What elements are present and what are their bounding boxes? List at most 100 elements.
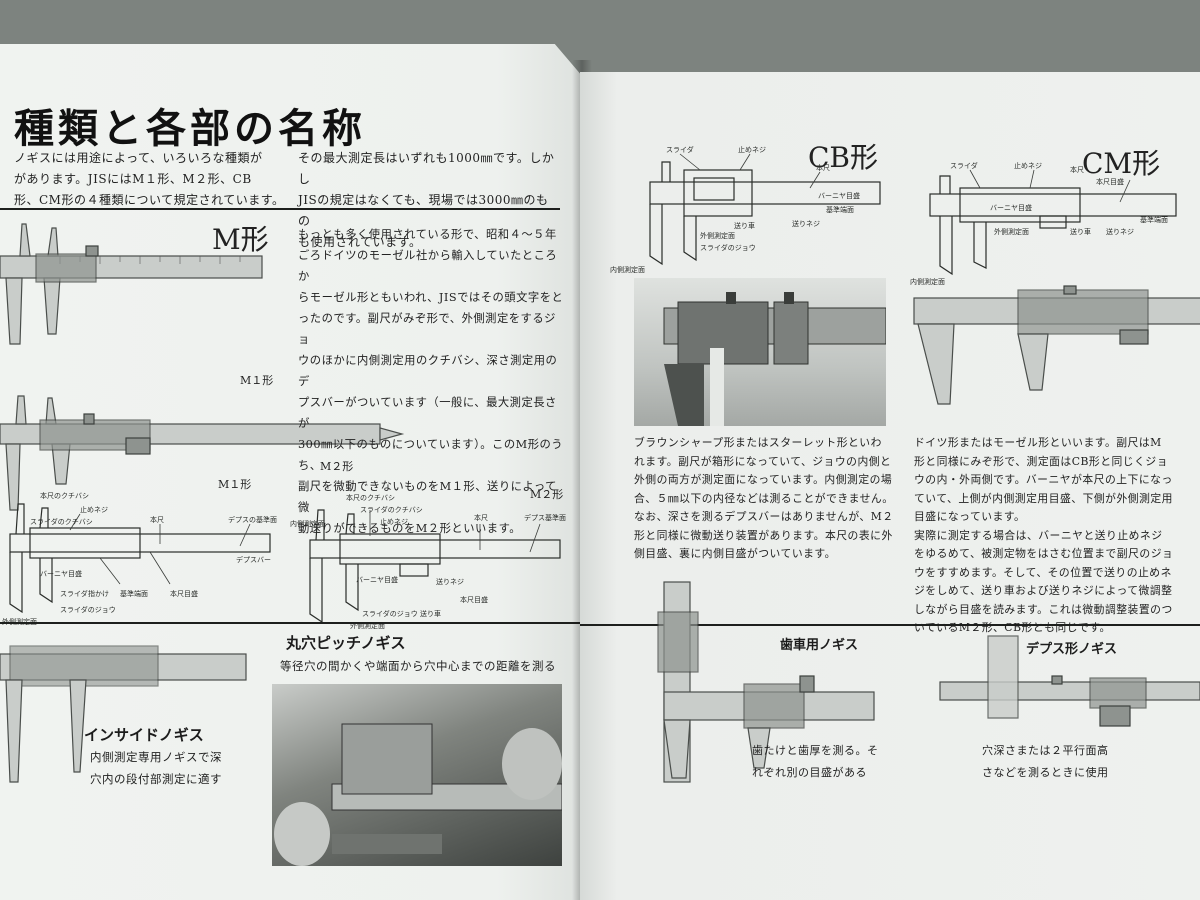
cb-part-label: 内側測定面: [610, 265, 645, 274]
pitch-caliper-title: 丸穴ピッチノギス: [286, 634, 406, 652]
depth-caliper-photo: [939, 635, 1200, 727]
gear-caliper-title: 歯車用ノギス: [780, 638, 859, 653]
intro-line: 形、CM形の４種類について規定されています。: [14, 193, 285, 207]
cb-part-label: バーニヤ目盛: [818, 191, 860, 200]
text-line: ウの内・外両側です。バーニヤが本尺の上下になっ: [914, 473, 1173, 486]
text-line: 穴深さまたは２平行面高: [982, 744, 1109, 757]
m2-part-label: デプス基準面: [524, 513, 566, 522]
section-divider: [0, 622, 584, 624]
text-line: ブラウンシャープ形またはスターレット形といわ: [634, 436, 882, 449]
m-type-label: M形: [212, 223, 269, 256]
text-line: 目盛になっています。: [914, 510, 1026, 523]
depth-caliper-title: デプス形ノギス: [1026, 642, 1118, 657]
text-line: ごろドイツのモーゼル社から輸入していたところか: [298, 249, 558, 283]
right-page: CB形 CM形 スライダ 止めネジ 本尺 バーニヤ目盛 基準端面 送り車 送りネ…: [580, 72, 1200, 900]
gear-caliper-text: 歯たけと歯厚を測る。そ れぞれ別の目盛がある: [752, 740, 879, 784]
m2-part-label: 送りネジ: [436, 577, 464, 586]
text-line: 内側測定専用ノギスで深: [90, 750, 222, 764]
inside-caliper-title: インサイドノギス: [84, 726, 204, 744]
m1-part-label: デプスの基準面: [228, 515, 277, 524]
text-line: 300㎜以下のものについています）。このM形のうち、: [298, 438, 564, 472]
text-line: 穴内の段付部測定に適す: [90, 772, 222, 786]
text-line: 副尺を微動できないものをM１形、送りによって微: [298, 480, 557, 514]
m1-parts-diagram: スライダのクチバシ 本尺のクチバシ 止めネジ 本尺 デプスの基準面 バーニヤ目盛…: [2, 491, 277, 626]
text-line: れます。副尺が箱形になっていて、ジョウの内側と: [634, 454, 892, 468]
text-line: ウをすすめます。そして、その位置で送りの止めネ: [914, 565, 1172, 579]
left-page: 種類と各部の名称 ノギスには用途によって、いろいろな種類が があります。JISに…: [0, 44, 584, 900]
m2-part-label: 外側測定面: [350, 621, 385, 630]
pitch-caliper-photo: [272, 684, 562, 866]
m1-part-label: 止めネジ: [80, 505, 108, 514]
depth-caliper-text: 穴深さまたは２平行面高 さなどを測るときに使用: [982, 740, 1109, 784]
m2-part-label: 止めネジ: [380, 517, 408, 526]
cm-part-label: スライダ: [950, 161, 978, 170]
m1-diagram-label: M１形: [218, 478, 252, 491]
pitch-caliper-text: 等径穴の間かくや端面から穴中心までの距離を測る: [280, 659, 556, 673]
cb-part-label: 外側測定面: [700, 231, 735, 240]
m2-diagram-label: M２形: [530, 488, 564, 501]
m1-part-label: デプスバー: [236, 555, 271, 564]
text-line: 外側の両方が測定面になっています。内側測定の場: [634, 473, 893, 486]
cm-part-label: バーニヤ目盛: [990, 203, 1032, 212]
m1-part-label: バーニヤ目盛: [40, 569, 82, 578]
m2-part-label: 本尺: [474, 513, 488, 522]
m2-part-label: 内側測定面: [290, 519, 325, 528]
text-line: 形と同様に微動送り装置があります。本尺の表に外: [634, 528, 893, 542]
cm-part-label: 送りネジ: [1106, 227, 1134, 236]
cm-caliper-photo: [913, 285, 1200, 405]
m2-part-label: バーニヤ目盛: [356, 575, 398, 584]
text-line: ていて、上側が内側測定用目盛、下側が外側測定用: [914, 491, 1173, 505]
cm-part-label: 内側測定面: [910, 277, 945, 286]
text-line: なお、深さを測るデプスバーはありませんが、M２: [634, 510, 894, 523]
text-line: 形と同様にみぞ形で、測定面はCB形と同じくジョ: [914, 454, 1168, 468]
cb-caliper-photo: [634, 278, 886, 426]
text-line: ドイツ形またはモーゼル形といいます。副尺はM: [914, 436, 1162, 449]
m1-photo-caption: M１形: [240, 374, 274, 387]
gear-caliper-photo: [657, 581, 875, 783]
text-line: 合、５㎜以下の内径などは測ることができません。: [634, 491, 894, 505]
section-divider: [0, 208, 560, 210]
m1-part-label: スライダのクチバシ: [30, 517, 93, 526]
text-line: をゆるめて、被測定物をはさむ位置まで副尺のジョ: [914, 547, 1174, 560]
m2-part-label: 本尺のクチバシ: [346, 493, 395, 502]
cm-type-label: CM形: [1082, 147, 1161, 180]
text-line: プスバーがついています（一般に、最大測定長さが: [298, 396, 557, 430]
cm-part-label: 基準端面: [1140, 215, 1168, 224]
cb-type-description: ブラウンシャープ形またはスターレット形といわ れます。副尺が箱形になっていて、ジ…: [634, 434, 904, 564]
text-line: ジをしめて、送り車および送りネジによって微調整: [914, 584, 1173, 597]
cm-type-description: ドイツ形またはモーゼル形といいます。副尺はM 形と同様にみぞ形で、測定面はCB形…: [914, 434, 1196, 638]
text-line: もっとも多く使用されている形で、昭和４～５年: [298, 228, 557, 241]
inside-caliper-text: 内側測定専用ノギスで深 穴内の段付部測定に適す: [90, 746, 222, 790]
m-type-description: もっとも多く使用されている形で、昭和４～５年 ごろドイツのモーゼル社から輸入して…: [298, 224, 566, 539]
text-line: ったのです。副尺がみぞ形で、外側測定をするジョ: [298, 312, 556, 346]
text-line: さなどを測るときに使用: [982, 766, 1109, 779]
text-line: ウのほかに内側測定用のクチバシ、深さ測定用のデ: [298, 354, 558, 388]
m1-part-label: スライダのジョウ: [60, 605, 116, 614]
m2-parts-diagram: 内側測定面 本尺のクチバシ スライダのクチバシ 止めネジ 本尺 デプス基準面 バ…: [290, 493, 566, 630]
cb-part-label: スライダ: [666, 145, 694, 154]
m2-part-label: 本尺目盛: [460, 595, 488, 604]
m1-part-label: 基準端面: [120, 589, 148, 598]
cb-part-label: 送りネジ: [792, 219, 820, 228]
m1-part-label: 本尺のクチバシ: [40, 491, 89, 500]
m2-part-label: 送り車: [420, 609, 441, 618]
text-line: らモーゼル形ともいわれ、JISではその頭文字をと: [298, 291, 564, 304]
intro-text-col1: ノギスには用途によって、いろいろな種類が があります。JISにはM１形、M２形、…: [14, 148, 286, 211]
cb-parts-diagram: スライダ 止めネジ 本尺 バーニヤ目盛 基準端面 送り車 送りネジ 外側測定面 …: [610, 145, 881, 274]
m2-part-label: スライダのジョウ: [362, 609, 418, 618]
cm-part-label: 送り車: [1070, 227, 1091, 236]
text-line: れぞれ別の目盛がある: [752, 766, 867, 779]
section-divider: [580, 624, 1200, 626]
m1-caliper-photo: [0, 223, 263, 345]
intro-line: その最大測定長はいずれも1000㎜です。しかし: [298, 151, 555, 186]
m2-photo-caption: M２形: [320, 460, 354, 473]
cm-part-label: 止めネジ: [1014, 161, 1042, 170]
m1-part-label: 指かけ: [88, 589, 109, 598]
inside-caliper-photo: [0, 645, 247, 783]
text-line: 実際に測定する場合は、バーニヤと送り止めネジ: [914, 528, 1163, 542]
cb-part-label: 本尺: [816, 163, 830, 172]
text-line: 歯たけと歯厚を測る。そ: [752, 744, 879, 757]
cm-part-label: 本尺: [1070, 165, 1084, 174]
cb-type-label: CB形: [808, 141, 879, 174]
